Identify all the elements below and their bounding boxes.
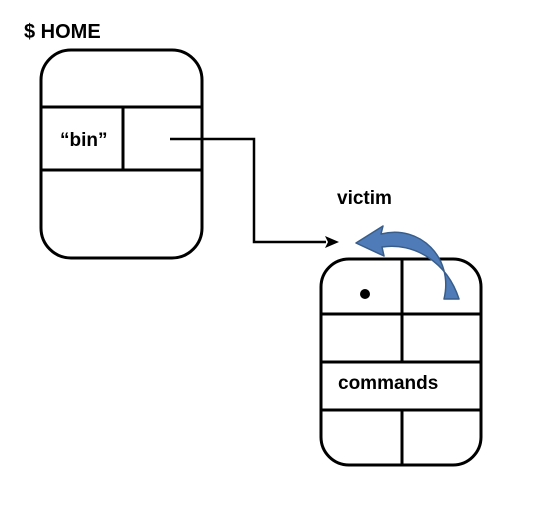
victim-label: victim [337,188,392,209]
curved-arrow-icon [355,225,460,300]
home-label: $ HOME [24,21,101,43]
commands-entry-label: commands [338,373,438,394]
home-directory-outline [39,48,204,260]
entry-dot-icon [360,289,370,299]
victim-directory-box: commands [319,257,483,467]
home-directory-box: “bin” [39,48,204,260]
link-arrow-icon [170,137,339,248]
bin-entry-label: “bin” [60,130,108,151]
